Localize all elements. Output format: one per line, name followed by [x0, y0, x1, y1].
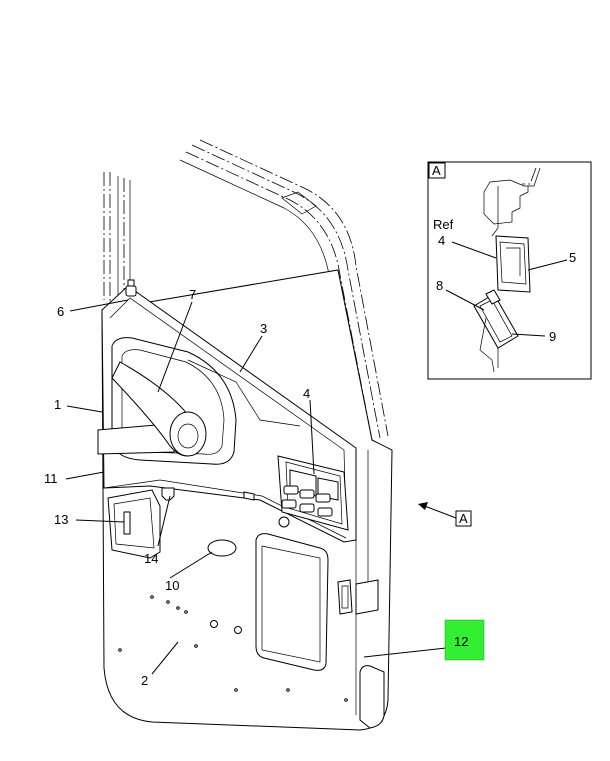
detail-tag: A [432, 163, 441, 178]
fastener-6 [125, 279, 137, 297]
left-frame-channel [103, 172, 131, 306]
callout-2: 2 [141, 673, 148, 688]
view-tag: A [455, 510, 472, 527]
callout-13: 13 [54, 512, 68, 527]
detail-ref: Ref [433, 217, 454, 232]
detail-a-inset: A Ref 4 5 8 9 [427, 161, 592, 380]
highlighted-callout-12[interactable]: 12 [444, 619, 485, 661]
callout-12[interactable]: 12 [454, 634, 468, 649]
callout-labels: 1 2 3 4 6 7 10 11 13 14 [44, 287, 310, 688]
lower-panel [107, 487, 353, 702]
callout-11: 11 [44, 471, 58, 486]
detail-callout-4: 4 [438, 233, 445, 248]
detail-callout-8: 8 [436, 278, 443, 293]
leader-lines [65, 299, 457, 675]
callout-10: 10 [165, 578, 179, 593]
callout-6: 6 [57, 304, 64, 319]
highlight-box[interactable] [444, 619, 485, 661]
detail-callout-5: 5 [569, 250, 576, 265]
callout-1: 1 [54, 397, 61, 412]
view-tag-label: A [459, 511, 468, 526]
detail-callout-9: 9 [549, 329, 556, 344]
callout-7: 7 [189, 287, 196, 302]
switch-module [277, 455, 349, 531]
callout-4: 4 [303, 386, 310, 401]
callout-14: 14 [144, 551, 158, 566]
callout-3: 3 [260, 321, 267, 336]
